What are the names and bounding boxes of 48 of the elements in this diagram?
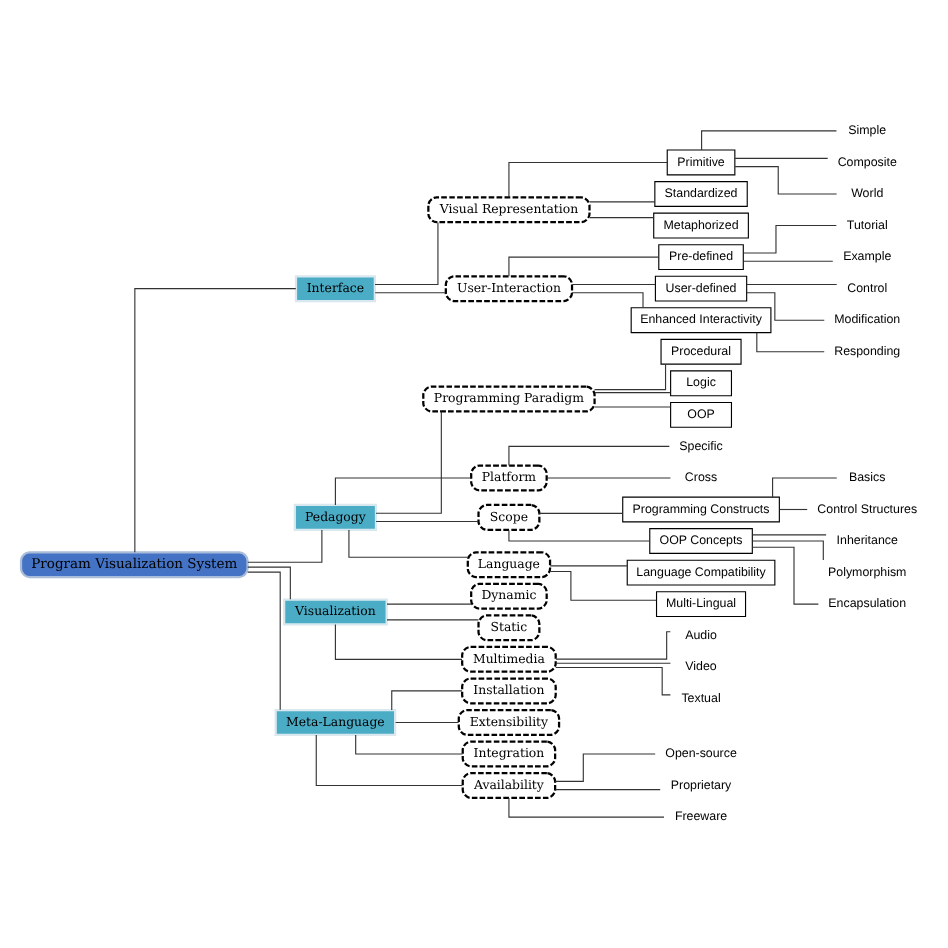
connector xyxy=(734,157,829,159)
connector xyxy=(742,260,834,262)
connector xyxy=(589,217,655,219)
connector xyxy=(594,406,671,408)
connector xyxy=(555,666,671,696)
connector xyxy=(594,392,671,394)
connector xyxy=(701,130,838,151)
connector xyxy=(594,363,667,391)
connector xyxy=(571,283,656,286)
connector xyxy=(546,477,671,479)
connector xyxy=(508,161,668,198)
connector xyxy=(555,631,671,660)
connector xyxy=(247,529,323,563)
connector xyxy=(549,565,628,567)
connector xyxy=(134,288,297,553)
connector xyxy=(508,529,651,542)
connector xyxy=(555,662,671,664)
connector xyxy=(334,477,472,506)
connector xyxy=(374,221,439,286)
connector xyxy=(391,690,463,711)
connector xyxy=(355,734,464,755)
connector xyxy=(334,623,463,660)
connector xyxy=(752,534,827,536)
connector xyxy=(746,283,838,286)
connector xyxy=(395,721,460,723)
connector xyxy=(508,445,670,467)
connector xyxy=(538,512,624,514)
connector xyxy=(374,292,447,294)
connector xyxy=(772,477,838,498)
connector xyxy=(247,566,291,600)
connector xyxy=(756,332,825,353)
connector xyxy=(742,225,837,254)
connector xyxy=(779,508,808,511)
connector xyxy=(375,520,479,523)
connector xyxy=(315,734,463,787)
connector xyxy=(746,292,825,321)
connector xyxy=(549,570,657,601)
connector xyxy=(554,789,661,791)
connector xyxy=(734,166,838,195)
connector xyxy=(348,529,469,558)
connector xyxy=(386,619,479,621)
connector xyxy=(589,201,656,203)
connector xyxy=(386,603,472,605)
connector xyxy=(554,753,656,782)
connector xyxy=(571,292,644,309)
connector xyxy=(247,571,281,711)
connector xyxy=(751,540,824,561)
connector xyxy=(375,411,442,514)
